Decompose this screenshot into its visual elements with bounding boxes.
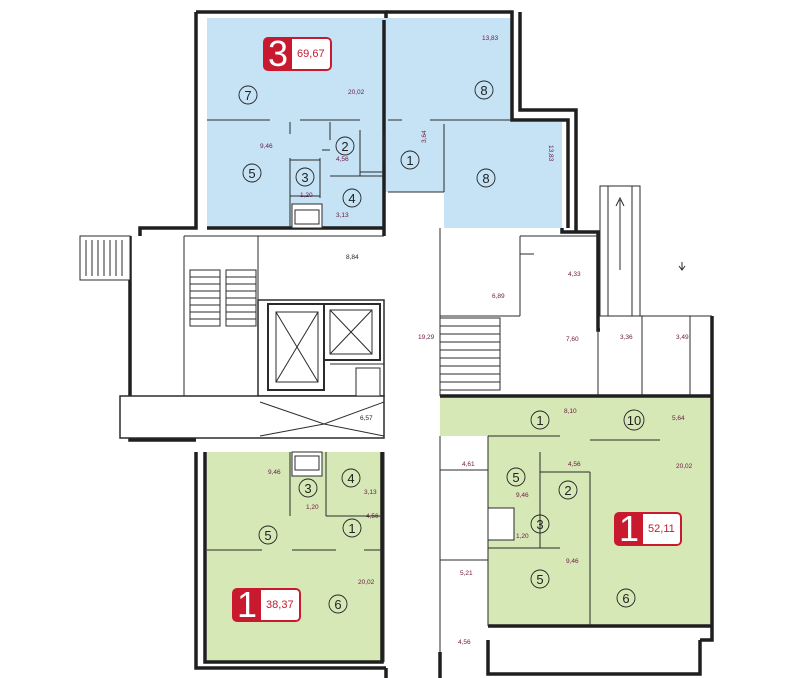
svg-text:3,13: 3,13 xyxy=(364,489,377,496)
badge-rooms-count: 3 xyxy=(263,37,293,71)
svg-text:4,56: 4,56 xyxy=(336,156,349,163)
svg-text:4: 4 xyxy=(347,471,354,486)
svg-text:1: 1 xyxy=(406,153,413,168)
apartment-badge-1-right[interactable]: 1 52,11 xyxy=(614,512,682,546)
central-core xyxy=(79,235,385,439)
room-labels: 7 8 2 1 5 3 4 8 4 3 1 5 6 1 10 5 2 3 5 6 xyxy=(238,80,645,614)
svg-text:13,83: 13,83 xyxy=(547,145,554,162)
svg-text:10: 10 xyxy=(627,413,641,428)
svg-text:5,64: 5,64 xyxy=(672,415,685,422)
svg-text:4,56: 4,56 xyxy=(458,639,471,646)
svg-text:9,46: 9,46 xyxy=(566,558,579,565)
bathtub-icon xyxy=(487,507,515,541)
svg-text:7: 7 xyxy=(244,88,251,103)
svg-text:4,56: 4,56 xyxy=(366,513,379,520)
svg-text:9,46: 9,46 xyxy=(268,469,281,476)
svg-text:5: 5 xyxy=(264,528,271,543)
svg-text:3,13: 3,13 xyxy=(336,212,349,219)
svg-text:1: 1 xyxy=(348,521,355,536)
svg-text:6: 6 xyxy=(622,591,629,606)
svg-text:2: 2 xyxy=(564,483,571,498)
badge-rooms-count: 1 xyxy=(614,512,644,546)
apartment-1-right-walls xyxy=(487,435,660,626)
svg-text:1,20: 1,20 xyxy=(306,504,319,511)
svg-text:6: 6 xyxy=(334,597,341,612)
apartment-1-right-area xyxy=(440,396,712,626)
svg-text:3: 3 xyxy=(536,517,543,532)
arrow-up-icon xyxy=(615,196,625,270)
svg-text:7,60: 7,60 xyxy=(566,336,579,343)
svg-text:5: 5 xyxy=(248,166,255,181)
apartment-3-walls xyxy=(207,119,512,229)
badge-rooms-count: 1 xyxy=(232,588,262,622)
svg-text:3,36: 3,36 xyxy=(620,334,633,341)
corridor xyxy=(383,228,598,662)
svg-text:8: 8 xyxy=(480,83,487,98)
svg-text:2: 2 xyxy=(341,139,348,154)
svg-text:19,29: 19,29 xyxy=(418,334,435,341)
svg-text:5,21: 5,21 xyxy=(460,570,473,577)
svg-text:6,89: 6,89 xyxy=(492,293,505,300)
badge-total-area: 38,37 xyxy=(261,588,301,622)
svg-text:3,64: 3,64 xyxy=(421,130,428,143)
svg-text:13,83: 13,83 xyxy=(482,35,499,42)
bathtub-icon xyxy=(294,209,320,225)
svg-text:9,46: 9,46 xyxy=(260,143,273,150)
svg-text:3: 3 xyxy=(304,481,311,496)
svg-text:4,56: 4,56 xyxy=(568,461,581,468)
svg-text:1,20: 1,20 xyxy=(516,533,529,540)
svg-text:8,10: 8,10 xyxy=(564,408,577,415)
svg-text:20,02: 20,02 xyxy=(358,579,375,586)
svg-text:3,49: 3,49 xyxy=(676,334,689,341)
svg-text:5: 5 xyxy=(536,572,543,587)
svg-text:4,33: 4,33 xyxy=(568,271,581,278)
svg-text:9,46: 9,46 xyxy=(516,492,529,499)
apartment-1-left-area xyxy=(207,452,382,662)
svg-text:1,20: 1,20 xyxy=(300,192,313,199)
right-wing xyxy=(597,185,712,396)
svg-text:1: 1 xyxy=(536,413,543,428)
arrow-down-icon xyxy=(678,262,686,271)
svg-text:4: 4 xyxy=(348,191,355,206)
svg-text:5: 5 xyxy=(512,470,519,485)
svg-text:6,57: 6,57 xyxy=(360,415,373,422)
badge-total-area: 52,11 xyxy=(643,512,682,546)
apartment-badge-1-left[interactable]: 1 38,37 xyxy=(232,588,301,622)
apartment-badge-3[interactable]: 3 69,67 xyxy=(263,37,332,71)
svg-text:8,84: 8,84 xyxy=(346,254,359,261)
area-labels: 13,83 20,02 9,46 4,56 1,20 3,13 3,64 13,… xyxy=(260,35,693,646)
svg-text:3: 3 xyxy=(301,170,308,185)
svg-text:8: 8 xyxy=(482,171,489,186)
svg-text:20,02: 20,02 xyxy=(348,89,365,96)
apartment-1-left-walls xyxy=(207,451,382,551)
stair-icon xyxy=(189,269,257,327)
svg-text:4,61: 4,61 xyxy=(462,461,475,468)
badge-total-area: 69,67 xyxy=(292,37,332,71)
svg-text:20,02: 20,02 xyxy=(676,463,693,470)
